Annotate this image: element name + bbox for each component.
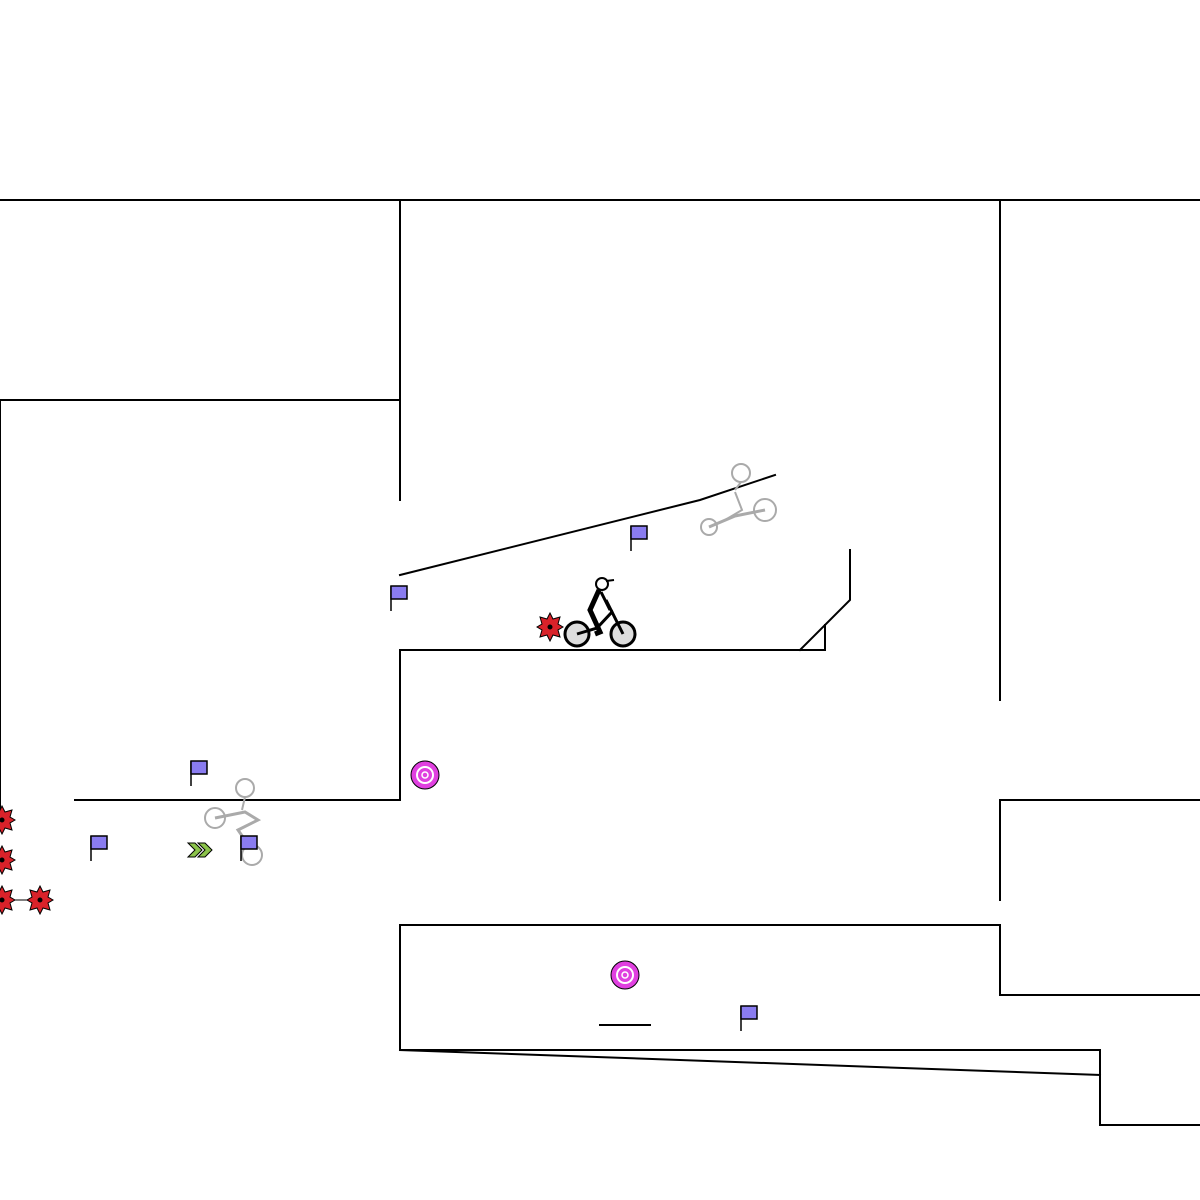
bombs: [0, 611, 564, 916]
track-lines: [0, 199, 1200, 1126]
double-chevron-boost-icon[interactable]: [186, 842, 213, 858]
flag-icon[interactable]: [740, 1005, 758, 1031]
track-line: [999, 799, 1200, 901]
track-line: [798, 549, 851, 652]
flag-icon[interactable]: [240, 835, 258, 861]
swirl-portal-icon[interactable]: [610, 960, 640, 990]
track-line: [398, 473, 777, 577]
spiked-mine-icon[interactable]: [26, 884, 54, 916]
flag-icon[interactable]: [190, 760, 208, 786]
ghost-bike-rider-icon: [204, 778, 263, 866]
checkpoints: [90, 525, 758, 1031]
flag-icon[interactable]: [90, 835, 108, 861]
track-line: [399, 924, 1200, 1126]
spiked-mine-icon[interactable]: [0, 844, 16, 876]
swirl-portal-icon[interactable]: [410, 760, 440, 790]
flag-icon[interactable]: [390, 585, 408, 611]
flag-icon[interactable]: [630, 525, 648, 551]
ghost-bike-rider-icon: [700, 463, 777, 536]
bike-rider-icon[interactable]: [563, 577, 637, 648]
spiked-mine-icon[interactable]: [0, 804, 16, 836]
track-line: [398, 1048, 1102, 1077]
track-line: [399, 624, 826, 801]
spiked-mine-icon[interactable]: [536, 611, 564, 643]
spiked-mine-icon[interactable]: [0, 884, 16, 916]
